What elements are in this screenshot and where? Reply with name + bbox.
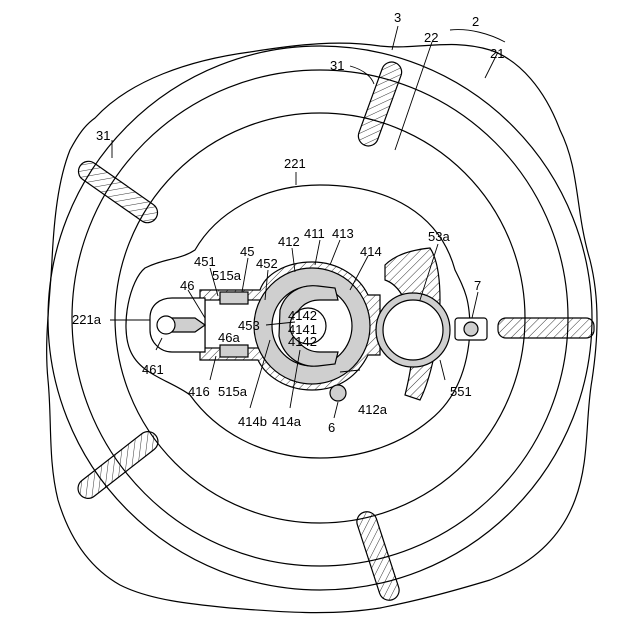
label-461: 461 bbox=[142, 362, 164, 377]
label-453: 453 bbox=[238, 318, 260, 333]
label-31-top: 31 bbox=[330, 58, 344, 73]
spoke-lower-left bbox=[74, 428, 162, 503]
label-7: 7 bbox=[474, 278, 481, 293]
label-31-left: 31 bbox=[96, 128, 110, 143]
pin-7 bbox=[464, 322, 478, 336]
label-53a: 53a bbox=[428, 229, 450, 244]
label-413: 413 bbox=[332, 226, 354, 241]
label-411: 411 bbox=[304, 226, 325, 241]
spoke-upper-left bbox=[75, 157, 162, 226]
label-414a: 414a bbox=[272, 414, 302, 429]
label-414: 414 bbox=[360, 244, 382, 259]
label-551: 551 bbox=[450, 384, 472, 399]
label-221a: 221a bbox=[72, 312, 102, 327]
label-22: 22 bbox=[424, 30, 438, 45]
label-46: 46 bbox=[180, 278, 194, 293]
bearing-inner bbox=[383, 300, 443, 360]
label-21: 21 bbox=[490, 46, 504, 61]
label-412: 412 bbox=[278, 234, 300, 249]
label-4142-top: 4142 bbox=[288, 308, 317, 323]
spoke-bottom bbox=[354, 509, 401, 603]
label-2: 2 bbox=[472, 14, 479, 29]
label-416: 416 bbox=[188, 384, 210, 399]
label-4142-bot: 4142 bbox=[288, 334, 317, 349]
label-452: 452 bbox=[256, 256, 278, 271]
label-221: 221 bbox=[284, 156, 306, 171]
label-45: 45 bbox=[240, 244, 254, 259]
label-515a-bot: 515a bbox=[218, 384, 248, 399]
pin-6 bbox=[330, 385, 346, 401]
label-414b: 414b bbox=[238, 414, 267, 429]
label-412a: 412a bbox=[358, 402, 388, 417]
label-3: 3 bbox=[394, 10, 401, 25]
label-46a: 46a bbox=[218, 330, 240, 345]
spoke-right bbox=[498, 318, 594, 338]
label-515a-top: 515a bbox=[212, 268, 242, 283]
spoke-top bbox=[356, 59, 405, 149]
latch-tip-circle bbox=[157, 316, 175, 334]
label-6: 6 bbox=[328, 420, 335, 435]
label-451: 451 bbox=[194, 254, 216, 269]
slider-block-bottom bbox=[220, 345, 248, 357]
slider-block-top bbox=[220, 292, 248, 304]
